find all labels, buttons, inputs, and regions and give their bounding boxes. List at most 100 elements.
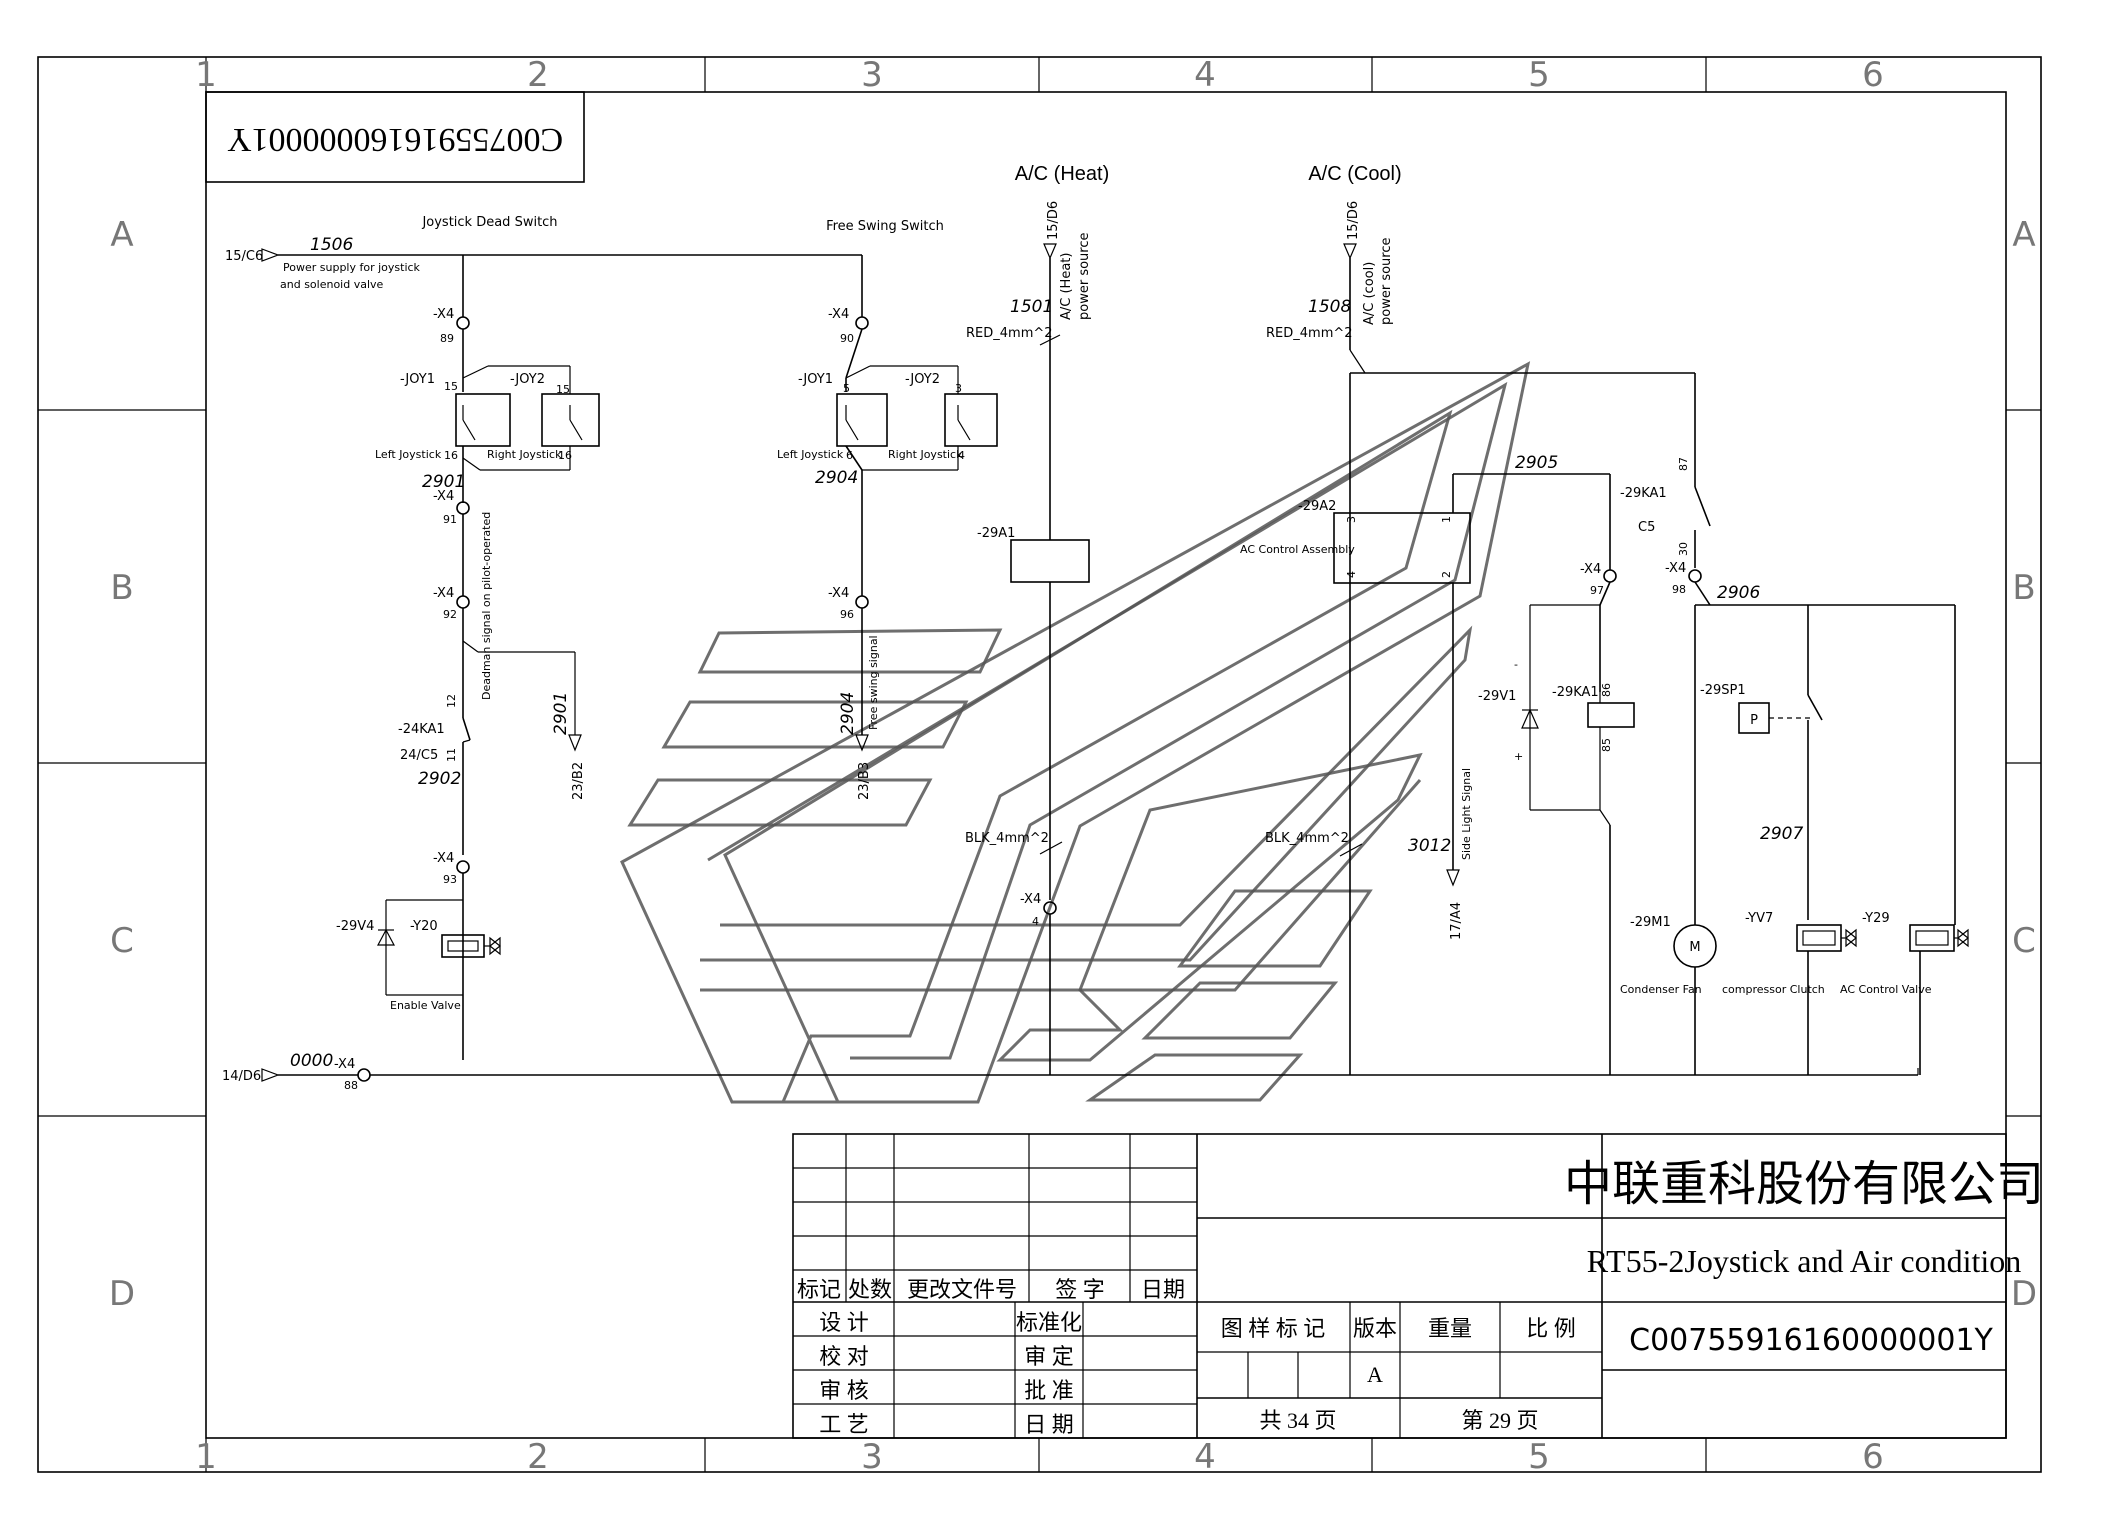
ref-arrow-23b3: [855, 734, 869, 752]
joy1-pin-16: 16: [444, 449, 458, 462]
terminal-x4-88: [357, 1068, 371, 1082]
tb-approve: 批 准: [1024, 1378, 1074, 1403]
wire-red-cool: RED_4mm^2: [1266, 326, 1353, 341]
terminal-x4-92: [456, 595, 470, 609]
y20-label: -Y20: [410, 919, 438, 934]
wire-red-heat: RED_4mm^2: [966, 326, 1053, 341]
joy2-fs-pin-4: 4: [958, 449, 965, 462]
tb-version: 版本: [1353, 1316, 1397, 1341]
terminal-x4-90: [855, 316, 869, 330]
joy1-fs-pin-5: 5: [843, 382, 850, 395]
ref-c5: C5: [1638, 520, 1655, 535]
cool-power-note-2: power source: [1379, 238, 1394, 325]
joy1-left-switch: [455, 393, 511, 447]
tb-change-doc: 更改文件号: [907, 1277, 1017, 1302]
joy2-label: -JOY2: [510, 372, 545, 387]
ref-23b3: 23/B3: [857, 762, 872, 800]
joy1-free-swing-switch: [836, 393, 888, 447]
terminal-4: 4: [1032, 915, 1039, 928]
terminal-96: 96: [840, 608, 854, 621]
joy1-label: -JOY1: [400, 372, 435, 387]
wire-blk-heat: BLK_4mm^2: [965, 831, 1049, 846]
terminal-91: 91: [443, 513, 457, 526]
power-supply-note-2: and solenoid valve: [280, 278, 384, 291]
tb-scale: 比 例: [1526, 1316, 1576, 1341]
heat-power-note-2: power source: [1077, 233, 1092, 320]
tb-date2: 日 期: [1024, 1412, 1074, 1437]
ac-cool-circuit: A/C (Cool) 15/D6 A/C (cool) power source…: [1240, 163, 1969, 1075]
terminal-label-x4: -X4: [433, 307, 454, 322]
ref-23b2: 23/B2: [571, 762, 586, 800]
terminal-98: 98: [1672, 583, 1686, 596]
terminal-x4-93: [456, 860, 470, 874]
tb-mark: 标记: [797, 1277, 841, 1302]
ka1-24-pin-11: 11: [445, 748, 458, 762]
tb-version-value: A: [1367, 1362, 1383, 1387]
diode-29v4: [377, 928, 395, 946]
left-joystick-fs-label: Left Joystick: [777, 448, 844, 461]
ka1-29-coil-label: -29KA1: [1552, 685, 1599, 700]
zone-col-5-bottom: 5: [1528, 1437, 1550, 1477]
terminal-label-x4-88: -X4: [334, 1057, 355, 1072]
joy1-fs-label: -JOY1: [798, 372, 833, 387]
wire-2906: 2906: [1717, 583, 1760, 603]
title-block: 标记 处数 更改文件号 签 字 日期 设 计 标准化 校 对 审 定 审 核 批…: [792, 1133, 2044, 1439]
power-supply-note-1: Power supply for joystick: [283, 261, 421, 274]
a1-29-label: -29A1: [977, 526, 1015, 541]
ref-17a4: 17/A4: [1449, 902, 1464, 940]
ref-15c6: 15/C6: [225, 249, 263, 264]
tb-drawing-mark: 图 样 标 记: [1221, 1316, 1326, 1341]
tb-title: RT55-2Joystick and Air condition: [1587, 1243, 2021, 1279]
wire-2905: 2905: [1515, 453, 1558, 473]
tb-standardize: 标准化: [1016, 1310, 1082, 1335]
terminal-label-x4-4: -X4: [1020, 892, 1041, 907]
zone-row-a-left: A: [110, 215, 133, 255]
a2-29-box: [1333, 512, 1471, 584]
zone-row-a-right: A: [2012, 215, 2035, 255]
motor-m-label: M: [1689, 940, 1700, 955]
right-joystick-fs-label: Right Joystick: [888, 448, 963, 461]
terminal-label-x4-90: -X4: [828, 307, 849, 322]
zone-col-3-bottom: 3: [861, 1437, 883, 1477]
side-light-note: Side Light Signal: [1460, 768, 1473, 860]
ac-control-valve-label: AC Control Valve: [1840, 983, 1932, 996]
right-joystick-label: Right Joystick: [487, 448, 562, 461]
ref-15d6-cool: 15/D6: [1346, 201, 1361, 240]
a2-29-label: -29A2: [1298, 499, 1336, 514]
terminal-x4-91: [456, 501, 470, 515]
ref-arrow-17a4: [1446, 869, 1460, 887]
heat-power-note-1: A/C (Heat): [1059, 253, 1074, 320]
ref-arrow-15d6-cool: [1343, 243, 1357, 260]
wire-1506: 1506: [310, 235, 353, 255]
ka1-29-coil: [1587, 702, 1635, 728]
joy2-pin-15: 15: [556, 383, 570, 396]
ka1-pin-85: 85: [1600, 738, 1613, 752]
ka1-pin-86: 86: [1600, 683, 1613, 697]
condenser-fan-label: Condenser Fan: [1620, 983, 1702, 996]
terminal-label-x4-96: -X4: [828, 586, 849, 601]
a2-pin-4: 4: [1345, 571, 1358, 578]
ref-14d6: 14/D6: [222, 1069, 261, 1084]
zone-col-1-top: 1: [195, 55, 217, 95]
wire-1508: 1508: [1308, 297, 1351, 317]
zone-col-3-top: 3: [861, 55, 883, 95]
tb-count: 处数: [848, 1277, 892, 1302]
wire-3012: 3012: [1408, 836, 1451, 856]
deadman-note: Deadman signal on pilot-operated: [480, 512, 493, 700]
terminal-x4-96: [855, 595, 869, 609]
tb-company: 中联重科股份有限公司: [1564, 1158, 2044, 1211]
terminal-label-x4-97: -X4: [1580, 562, 1601, 577]
terminal-label-x4-93: -X4: [433, 851, 454, 866]
a2-pin-2: 2: [1440, 571, 1453, 578]
ka1-pin-30: 30: [1677, 542, 1690, 556]
terminal-x4-98: [1688, 569, 1702, 583]
drawing-number-box-top: C00755916160000001Y: [205, 91, 585, 183]
freeswing-note: Free swing signal: [867, 635, 880, 730]
a1-29-box: [1010, 539, 1090, 583]
terminal-label-x4-98: -X4: [1665, 561, 1686, 576]
terminal-92: 92: [443, 608, 457, 621]
tb-total-pages: 共 34 页: [1259, 1408, 1336, 1433]
a2-pin-3: 3: [1345, 516, 1358, 523]
